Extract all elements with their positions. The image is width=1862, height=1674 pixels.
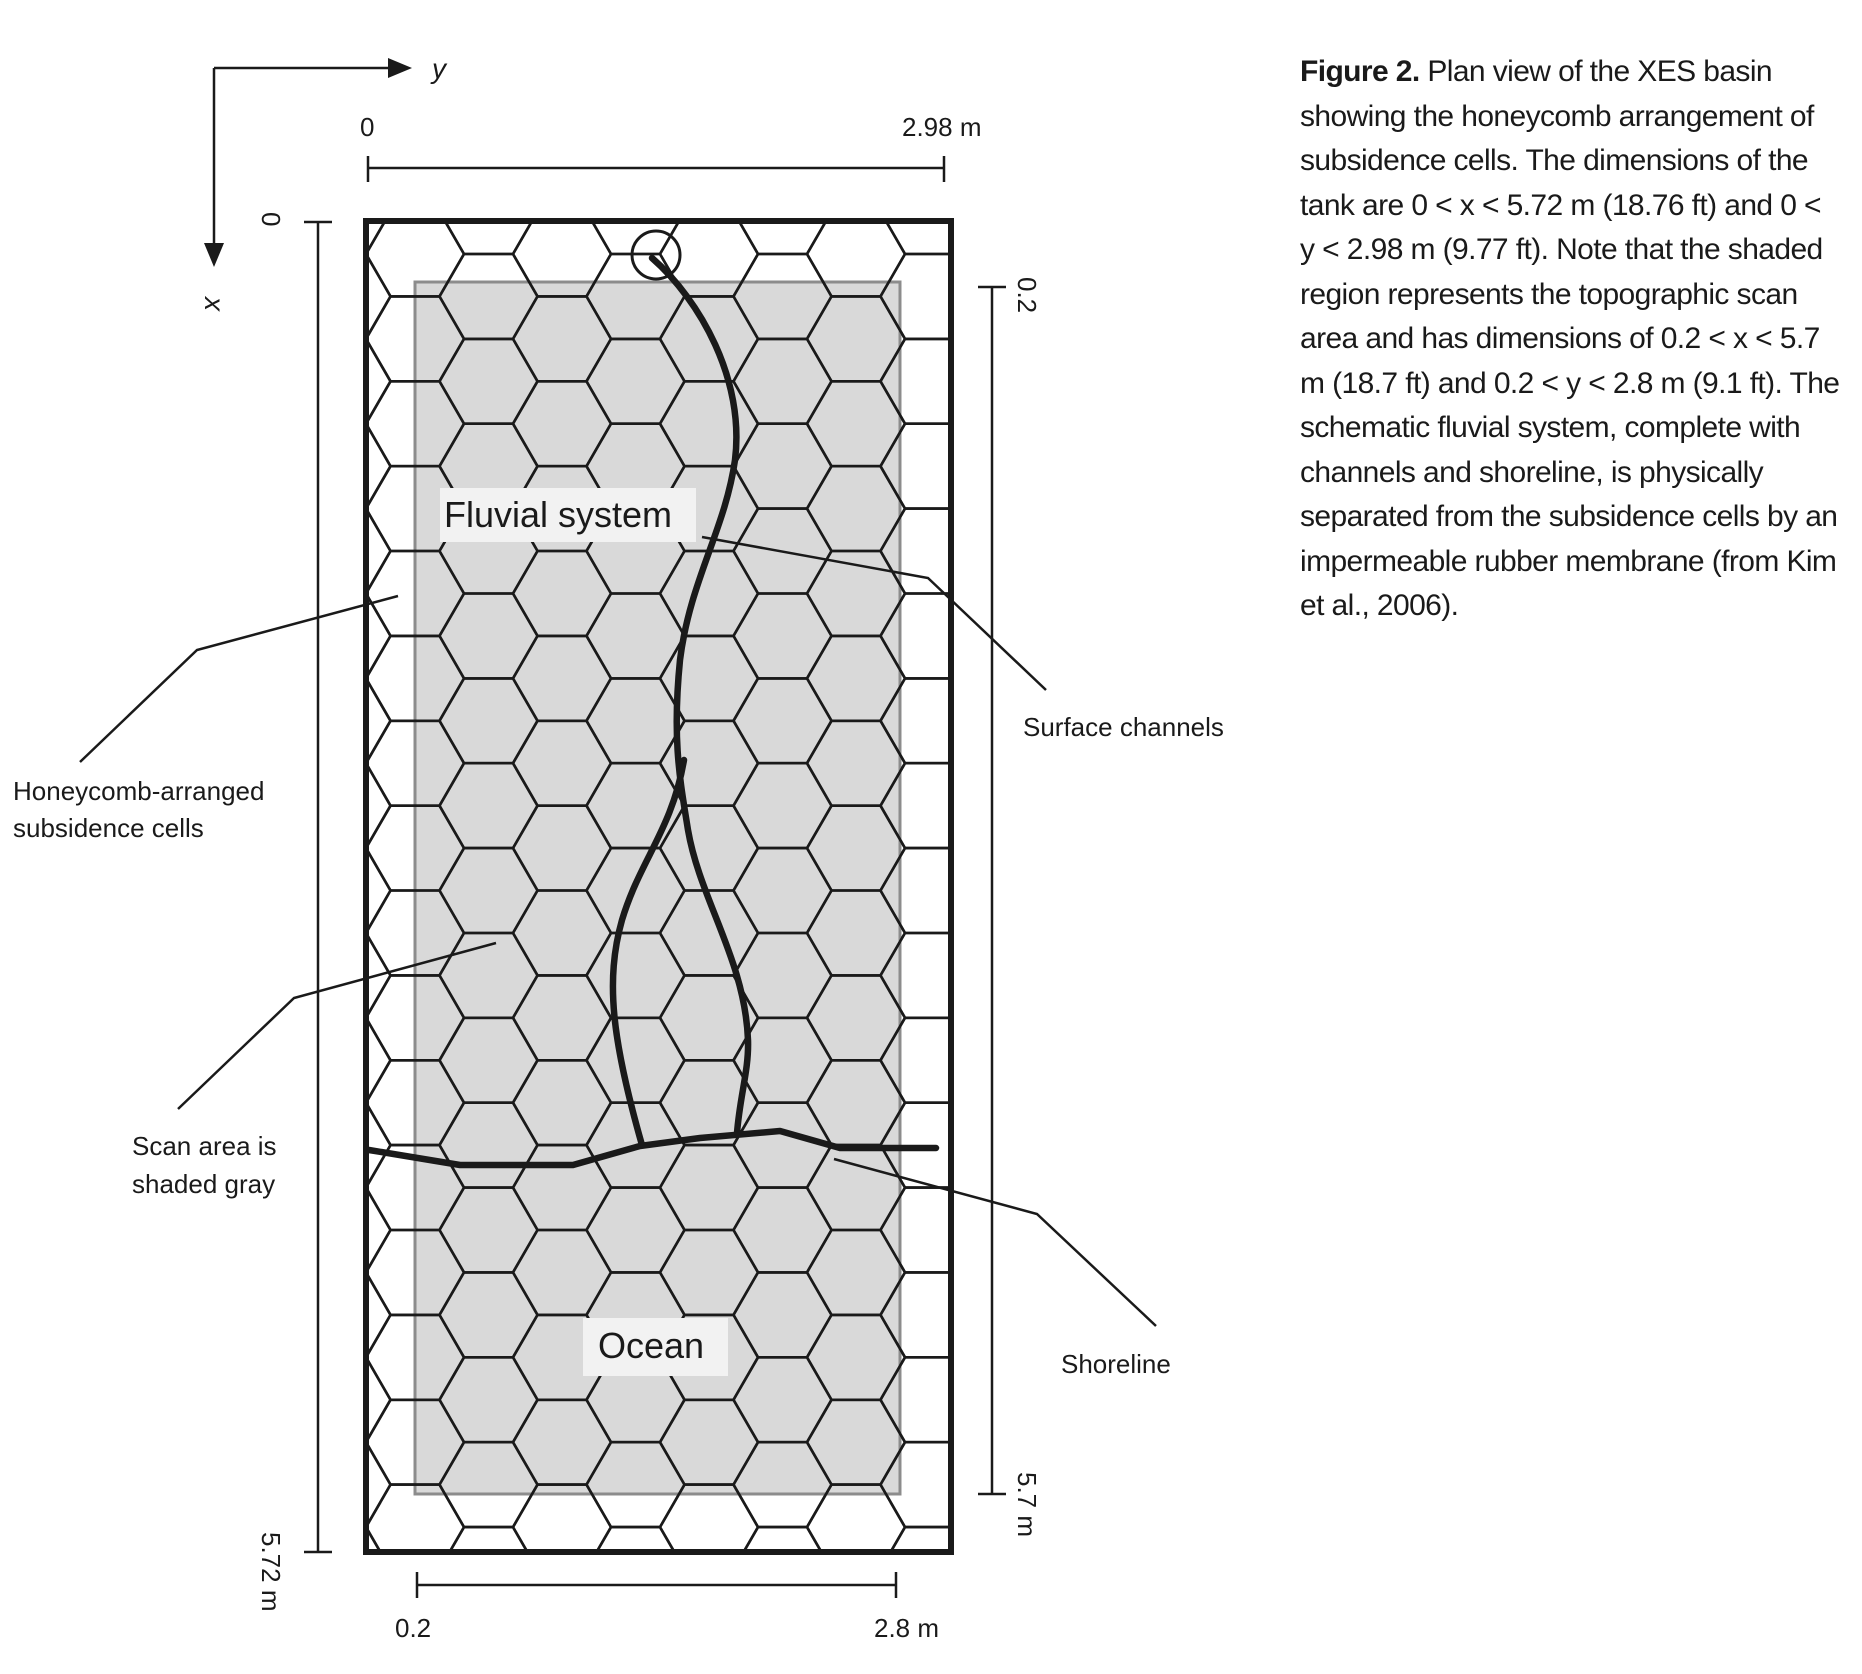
hex-cell xyxy=(366,337,393,426)
hex-cell xyxy=(366,846,393,935)
xes-basin-diagram: y x 0 2.98 m 0 5.72 m 0.2 5.7 m 0.2 2.8 … xyxy=(13,53,1224,1643)
hex-cell xyxy=(878,677,951,765)
hex-cell xyxy=(878,931,951,1020)
scan-area-callout xyxy=(177,941,497,1110)
x-axis-symbol: x xyxy=(199,295,230,312)
inlet-icon xyxy=(630,229,682,281)
honeycomb-label-line2: subsidence cells xyxy=(13,813,204,843)
hex-cell xyxy=(366,507,393,595)
hex-cell xyxy=(878,1016,951,1104)
fluvial-system-label: Fluvial system xyxy=(444,494,672,535)
top-dim-start-label: 0 xyxy=(360,112,374,142)
hex-cell xyxy=(878,592,951,680)
caption-figure-label: Figure 2. xyxy=(1300,55,1420,88)
tank-outline xyxy=(363,218,954,1555)
hex-cell xyxy=(878,422,951,510)
surface-channels xyxy=(365,254,940,1169)
surface-channels-callout xyxy=(701,535,1047,691)
coordinate-axes: y x xyxy=(199,53,448,312)
hex-cell xyxy=(366,1186,393,1274)
bottom-dimension-bar: 0.2 2.8 m xyxy=(395,1572,939,1643)
honeycomb-callout xyxy=(79,594,399,763)
hex-cell xyxy=(366,422,393,510)
hex-cell xyxy=(878,337,951,426)
hex-cell xyxy=(366,592,393,680)
left-dimension-bar: 0 5.72 m xyxy=(256,212,332,1612)
ocean-label-bg xyxy=(583,1318,728,1376)
left-dim-end-label: 5.72 m xyxy=(256,1532,286,1612)
hex-cell xyxy=(366,1483,466,1552)
y-axis-symbol: y xyxy=(430,53,448,84)
shoreline-label: Shoreline xyxy=(1061,1349,1171,1379)
scan-area-label-line1: Scan area is xyxy=(132,1131,277,1161)
hex-cell xyxy=(366,1271,393,1359)
hex-cell xyxy=(366,1356,393,1444)
scan-area xyxy=(413,280,902,1496)
hex-cell xyxy=(742,1525,823,1552)
hex-cell xyxy=(443,221,534,256)
hex-cell xyxy=(511,1483,613,1552)
hex-cell xyxy=(878,1356,951,1444)
surface-channels-label: Surface channels xyxy=(1023,712,1224,742)
scan-area-label-line2: shaded gray xyxy=(132,1169,275,1199)
hex-cell xyxy=(658,1483,760,1552)
top-dim-end-label: 2.98 m xyxy=(902,112,982,142)
hex-cell xyxy=(366,1101,393,1189)
y-axis-arrowhead xyxy=(388,58,412,78)
hex-cell xyxy=(805,1483,907,1552)
right-dim-start-label: 0.2 xyxy=(1012,277,1042,313)
hex-cell xyxy=(366,1016,393,1104)
hex-cell xyxy=(366,677,393,765)
hex-cell xyxy=(595,1525,676,1552)
honeycomb-label-line1: Honeycomb-arranged xyxy=(13,776,264,806)
bottom-dim-start-label: 0.2 xyxy=(395,1613,431,1643)
bottom-dim-end-label: 2.8 m xyxy=(874,1613,939,1643)
hex-cell xyxy=(889,1525,951,1552)
hex-cell xyxy=(366,1440,393,1529)
figure-caption: Figure 2. Plan view of the XES basin sho… xyxy=(1300,50,1840,629)
ocean-label: Ocean xyxy=(598,1325,704,1366)
caption-text: Plan view of the XES basin showing the h… xyxy=(1300,55,1840,622)
x-axis-arrowhead xyxy=(204,243,224,267)
right-dimension-bar: 0.2 5.7 m xyxy=(978,277,1042,1537)
hex-cell xyxy=(366,221,387,256)
hex-cell xyxy=(878,846,951,935)
main-channel xyxy=(648,254,752,1137)
hex-cell xyxy=(366,761,393,850)
branch-channel xyxy=(609,756,688,1149)
honeycomb-grid xyxy=(366,221,951,1552)
fluvial-label-bg xyxy=(440,488,696,542)
hex-cell xyxy=(878,507,951,595)
hex-cell xyxy=(737,221,828,256)
hex-cell xyxy=(884,221,951,256)
top-dimension-bar: 0 2.98 m xyxy=(360,112,982,182)
hex-cell xyxy=(878,1186,951,1274)
shoreline-callout xyxy=(833,1157,1157,1327)
callout-lines xyxy=(79,535,1157,1327)
right-dim-end-label: 5.7 m xyxy=(1012,1472,1042,1537)
hex-cell xyxy=(878,252,951,341)
hex-cell xyxy=(366,252,393,341)
hex-cell xyxy=(448,1525,529,1552)
hex-cell xyxy=(878,761,951,850)
hex-cell xyxy=(366,1525,382,1552)
hex-cell xyxy=(878,1271,951,1359)
left-dim-start-label: 0 xyxy=(256,212,286,226)
shoreline-line xyxy=(365,1127,940,1169)
hex-cell xyxy=(878,1440,951,1529)
